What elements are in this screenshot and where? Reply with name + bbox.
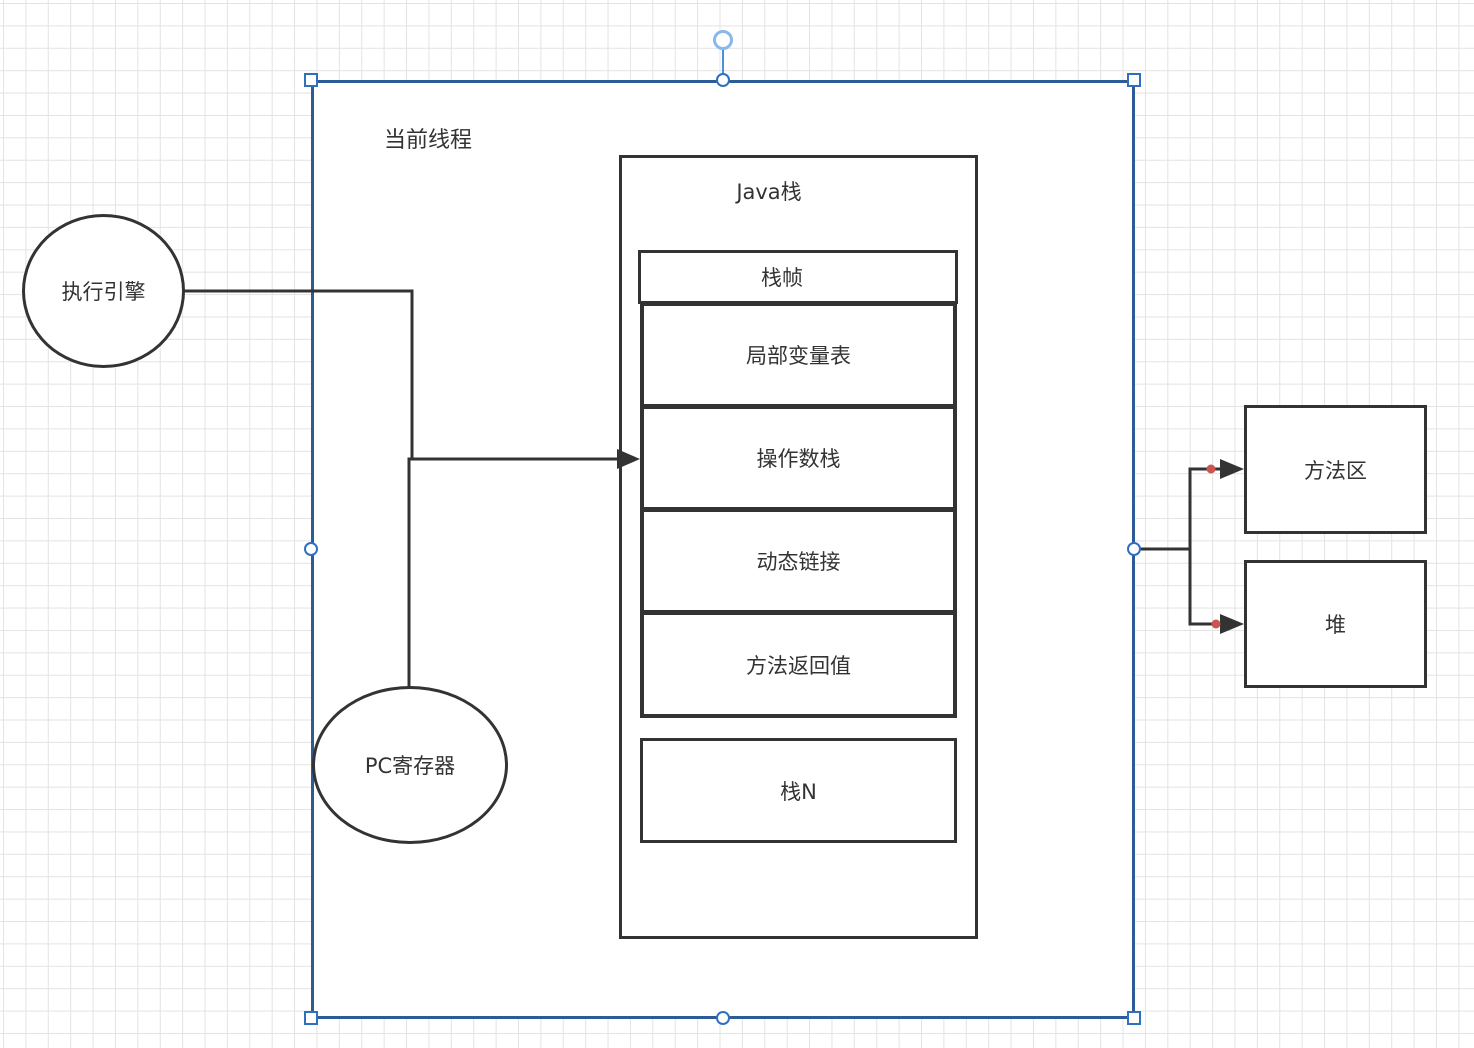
- heap-box[interactable]: 堆: [1244, 560, 1427, 688]
- java-stack-label: Java栈: [736, 180, 802, 204]
- method-area-arrow: [1220, 459, 1244, 479]
- stack-n-box[interactable]: 栈N: [640, 738, 957, 843]
- connection-point-top: [716, 73, 730, 87]
- execution-engine-node[interactable]: 执行引擎: [22, 214, 185, 368]
- connection-point-left: [304, 542, 318, 556]
- engine-connector: [183, 289, 414, 458]
- heap-endpoint: [1211, 619, 1221, 629]
- stack-frame-title[interactable]: 栈帧: [638, 250, 958, 304]
- thread-label: 当前线程: [384, 128, 473, 153]
- stack-frame-row-text: 局部变量表: [746, 344, 851, 368]
- execution-engine-label: 执行引擎: [61, 280, 146, 304]
- heap-connector: [1188, 549, 1222, 626]
- method-area-label: 方法区: [1304, 458, 1367, 483]
- pc-register-node[interactable]: PC寄存器: [312, 686, 508, 844]
- method-area-connector: [1188, 467, 1222, 549]
- heap-arrow: [1220, 614, 1244, 634]
- resize-handle-tl: [304, 73, 318, 87]
- stack-frame-row-dynamic-link[interactable]: 动态链接: [640, 508, 957, 614]
- rotate-handle: [713, 30, 733, 50]
- stack-frame-row-text: 动态链接: [756, 550, 841, 574]
- resize-handle-tr: [1127, 73, 1141, 87]
- pc-register-label: PC寄存器: [364, 754, 456, 778]
- frame-arrow: [617, 449, 640, 469]
- connection-point-bottom: [716, 1011, 730, 1025]
- method-area-box[interactable]: 方法区: [1244, 405, 1427, 534]
- resize-handle-bl: [304, 1011, 318, 1025]
- stack-frame-row-text: 方法返回值: [746, 653, 851, 678]
- stack-frame-row-return-value[interactable]: 方法返回值: [640, 611, 957, 718]
- pc-connector: [407, 457, 625, 690]
- method-area-endpoint: [1206, 464, 1216, 474]
- heap-label: 堆: [1325, 613, 1346, 637]
- stack-frame-row-operand-stack[interactable]: 操作数栈: [640, 405, 957, 511]
- resize-handle-br: [1127, 1011, 1141, 1025]
- stack-frame-title-text: 栈帧: [761, 266, 803, 290]
- stack-frame-row-local-vars[interactable]: 局部变量表: [640, 302, 957, 408]
- stack-frame-row-text: 操作数栈: [756, 447, 841, 471]
- stack-n-text: 栈N: [780, 779, 817, 804]
- connection-point-right: [1127, 542, 1141, 556]
